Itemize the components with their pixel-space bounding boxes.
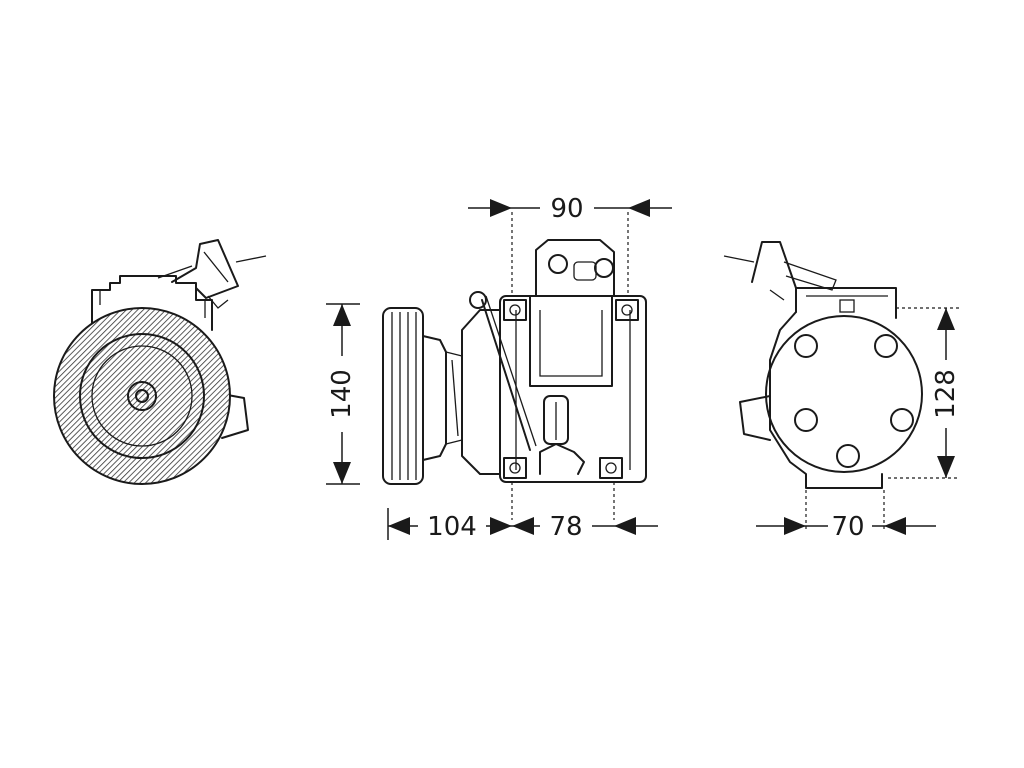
dimension-rear-height: 128 <box>931 308 961 478</box>
dimension-label-70: 70 <box>831 512 864 542</box>
dimension-body-length: 78 <box>512 512 658 542</box>
dimension-front-width: 90 <box>468 194 672 224</box>
dimension-front-height: 140 <box>326 303 360 485</box>
compressor-side-view <box>382 212 647 520</box>
clutch-front-view <box>53 239 267 485</box>
dimension-label-90: 90 <box>550 194 583 224</box>
dimension-rear-width: 70 <box>756 512 936 542</box>
dimension-label-140: 140 <box>327 369 357 419</box>
dimension-pulley-length: 104 <box>387 508 512 542</box>
dimension-label-128: 128 <box>931 369 961 419</box>
dimension-label-104: 104 <box>427 512 477 542</box>
dimension-label-78: 78 <box>549 512 582 542</box>
compressor-rear-view <box>723 241 960 530</box>
